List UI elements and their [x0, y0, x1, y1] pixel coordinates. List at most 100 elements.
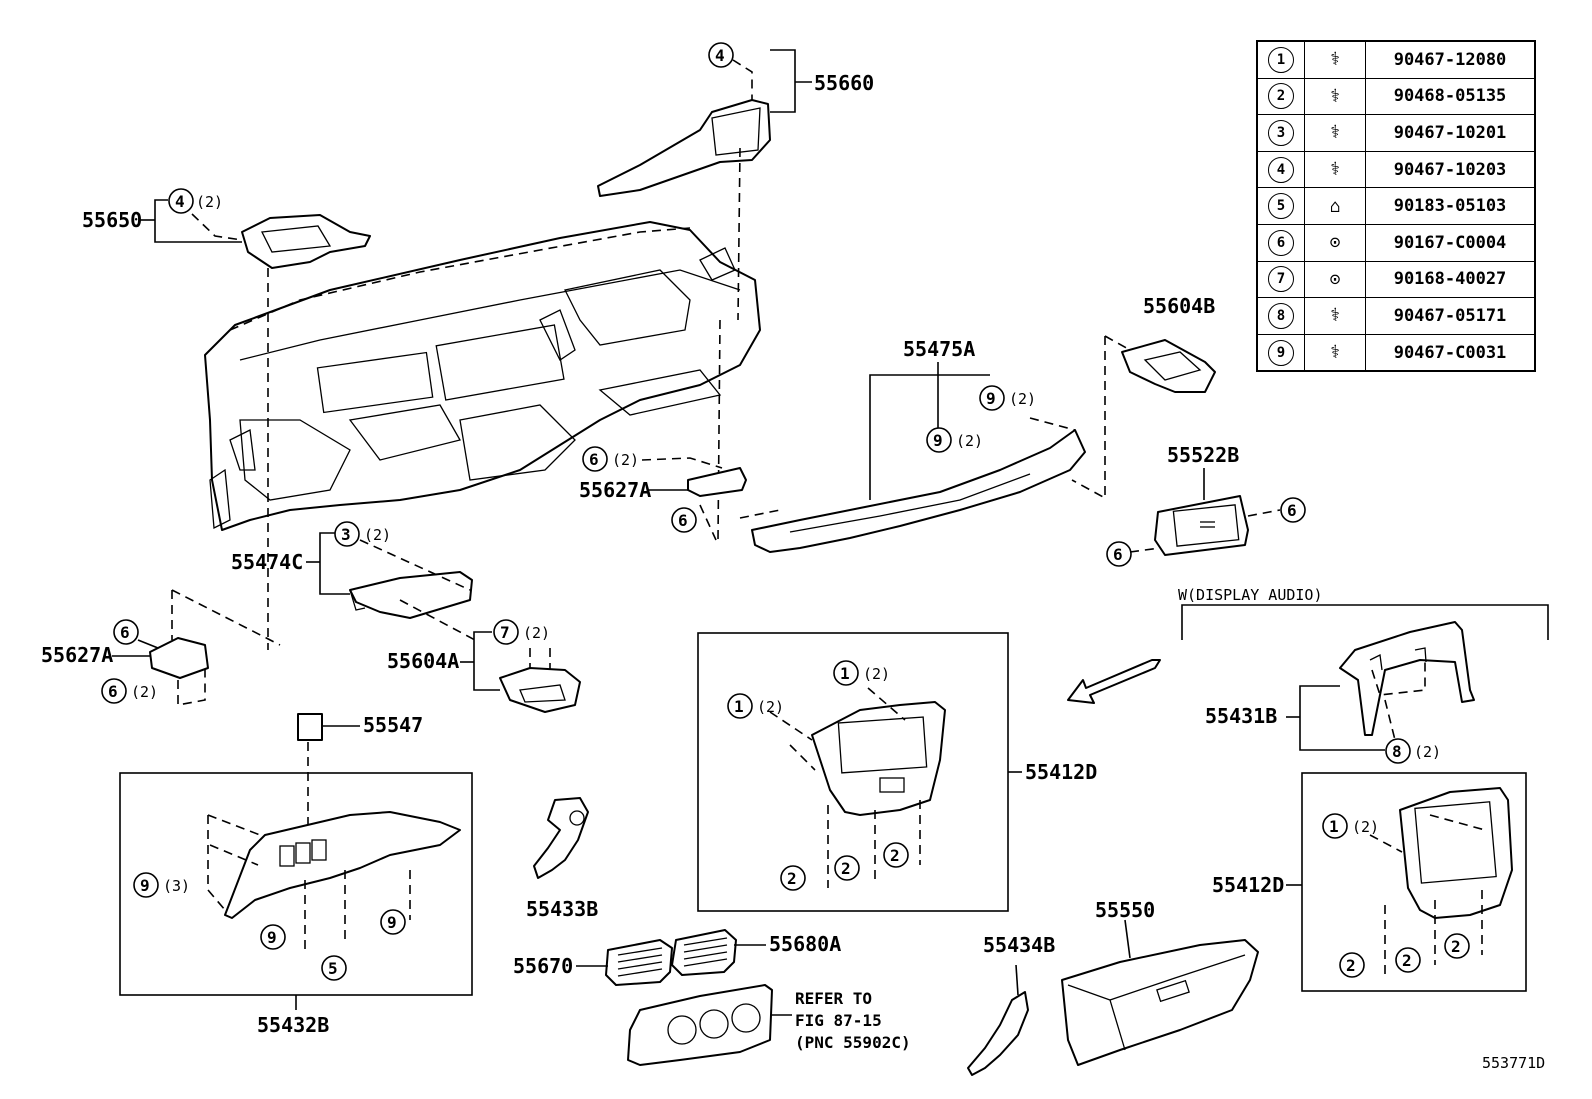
part-label-55660: 55660: [814, 71, 874, 95]
legend-row: 9⚕90467-C0031: [1256, 333, 1536, 372]
part-label-55650: 55650: [82, 208, 142, 232]
callout-9-box-a: 9: [140, 876, 150, 895]
part-55431B-drawing: [1286, 621, 1475, 751]
part-55550-drawing: [1061, 919, 1259, 1066]
legend-icon-cell: ⚕: [1304, 297, 1366, 335]
part-55412D-mid-box: [697, 632, 1022, 912]
legend-number: 1: [1268, 46, 1294, 73]
clip-icon: ⚕: [1329, 342, 1341, 364]
clip-icon: ⚕: [1329, 305, 1341, 327]
figure-id: 553771D: [1482, 1054, 1545, 1072]
legend-icon-cell: ⚕: [1304, 150, 1366, 189]
legend-number: 4: [1268, 156, 1294, 183]
nut-icon: ⌂: [1329, 195, 1341, 217]
part-55522B-drawing: [1129, 468, 1281, 556]
legend-number: 5: [1268, 193, 1294, 220]
part-label-55604A: 55604A: [387, 649, 459, 673]
qty-9b: (2): [956, 432, 983, 450]
part-label-55604B: 55604B: [1143, 294, 1215, 318]
screw-icon: ⊙: [1329, 268, 1341, 290]
legend-part-number: 90467-12080: [1365, 40, 1536, 79]
callout-9b: 9: [933, 431, 943, 450]
legend-part-number: 90168-40027: [1365, 260, 1536, 299]
callout-2-mid-b: 2: [841, 859, 851, 878]
legend-number: 6: [1268, 229, 1294, 256]
callout-2-right-c: 2: [1451, 937, 1461, 956]
qty-4-55650: (2): [196, 193, 223, 211]
callout-9a: 9: [986, 389, 996, 408]
legend-row: 6 ⊙ 90167-C0004: [1256, 223, 1536, 262]
callout-9-box-c: 9: [387, 913, 397, 932]
qty-8: (2): [1414, 743, 1441, 761]
part-label-55670: 55670: [513, 954, 573, 978]
legend-part-number: 90468-05135: [1365, 77, 1536, 116]
legend-row: 7⊙90168-40027: [1256, 260, 1536, 299]
part-55650-drawing: [140, 199, 371, 650]
qty-3: (2): [364, 526, 391, 544]
callout-6-left2: 6: [108, 682, 118, 701]
legend-row: 8⚕90467-05171: [1256, 297, 1536, 335]
part-label-55412D-mid: 55412D: [1025, 760, 1097, 784]
part-label-55412D-right: 55412D: [1212, 873, 1284, 897]
part-55627A-left-drawing: [112, 589, 281, 706]
clip-icon: ⚕: [1329, 85, 1341, 107]
part-55434B-drawing: [967, 964, 1029, 1076]
part-label-55522B: 55522B: [1167, 443, 1239, 467]
callout-8: 8: [1392, 742, 1402, 761]
callout-4-55660: 4: [715, 46, 725, 65]
instrument-panel-drawing: [204, 221, 761, 531]
qty-9-box-a: (3): [163, 877, 190, 895]
legend-part-number: 90167-C0004: [1365, 223, 1536, 262]
legend-part-number: 90467-C0031: [1365, 333, 1536, 372]
callout-2-mid-a: 2: [787, 869, 797, 888]
legend-number-cell: 4: [1256, 150, 1305, 189]
legend-part-number: 90183-05103: [1365, 187, 1536, 225]
part-55474C-drawing: [306, 532, 476, 641]
refer-line-3: (PNC 55902C): [795, 1033, 911, 1052]
refer-line-1: REFER TO: [795, 989, 872, 1008]
display-audio-bracket: [1181, 604, 1549, 640]
callout-2-right-b: 2: [1402, 951, 1412, 970]
part-label-55680A: 55680A: [769, 932, 841, 956]
qty-1-mid-b: (2): [757, 698, 784, 716]
part-label-55550: 55550: [1095, 898, 1155, 922]
callout-9-box-b: 9: [267, 928, 277, 947]
part-55433B-drawing: [533, 797, 589, 879]
legend-icon-cell: ⌂: [1304, 187, 1366, 225]
legend-number: 3: [1268, 119, 1294, 146]
legend-number-cell: 6: [1256, 223, 1305, 262]
part-label-55431B: 55431B: [1205, 704, 1277, 728]
part-label-55475A: 55475A: [903, 337, 975, 361]
legend-part-number: 90467-10203: [1365, 150, 1536, 189]
legend-icon-cell: ⚕: [1304, 333, 1366, 372]
part-55670-drawing: [576, 939, 673, 986]
callout-3: 3: [341, 525, 351, 544]
callout-6-bot: 6: [678, 511, 688, 530]
qty-1-right: (2): [1352, 818, 1379, 836]
callout-2-mid-c: 2: [890, 846, 900, 865]
heater-control-drawing: [627, 984, 792, 1066]
callout-1-mid-a: 1: [840, 664, 850, 683]
clip-icon: ⚕: [1329, 159, 1341, 181]
legend-number-cell: 3: [1256, 114, 1305, 152]
legend-number-cell: 8: [1256, 297, 1305, 335]
legend-icon-cell: ⚕: [1304, 114, 1366, 152]
part-label-55434B: 55434B: [983, 933, 1055, 957]
legend-row: 5 ⌂ 90183-05103: [1256, 187, 1536, 225]
screw-icon: ⊙: [1329, 232, 1341, 254]
arrow-icon: [1067, 659, 1161, 704]
legend-icon-cell: ⚕: [1304, 40, 1366, 79]
part-55547-drawing: [297, 713, 360, 830]
callout-6-top: 6: [589, 450, 599, 469]
part-label-55627A-top: 55627A: [579, 478, 651, 502]
qty-9a: (2): [1009, 390, 1036, 408]
callout-5-box: 5: [328, 959, 338, 978]
part-55475A-drawing: [739, 362, 1086, 553]
part-55660-drawing: [597, 49, 812, 541]
legend-number-cell: 1: [1256, 40, 1305, 79]
part-55412D-right-box: [1286, 772, 1527, 992]
legend-part-number: 90467-10201: [1365, 114, 1536, 152]
part-label-55627A-left: 55627A: [41, 643, 113, 667]
clip-icon: ⚕: [1329, 49, 1341, 71]
